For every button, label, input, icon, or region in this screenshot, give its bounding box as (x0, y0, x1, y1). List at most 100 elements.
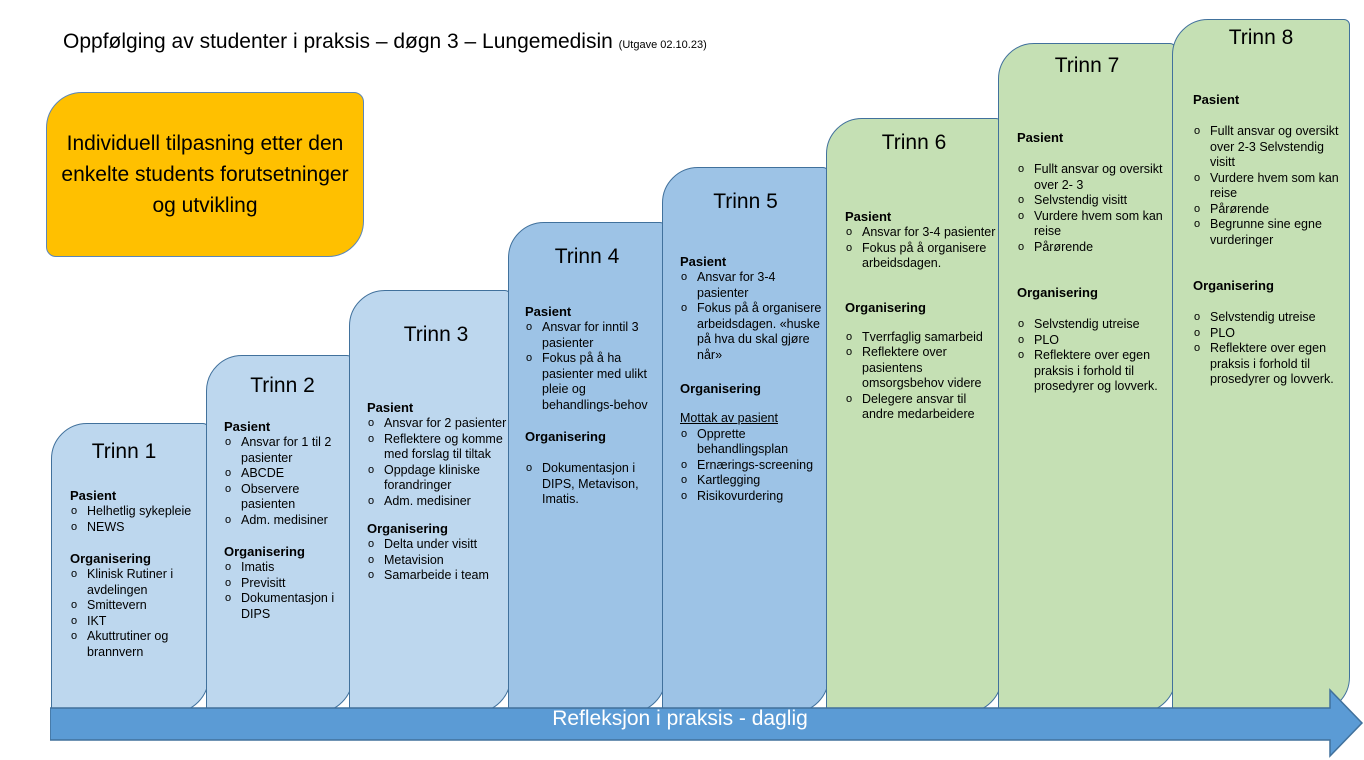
list-item: Kartlegging (680, 473, 825, 489)
organisering-list: Selvstendig utreise PLO Reflektere over … (1193, 310, 1347, 388)
step-4: Trinn 4 Pasient Ansvar for inntil 3 pasi… (508, 222, 666, 713)
list-item: PLO (1017, 333, 1169, 349)
pasient-heading: Pasient (680, 254, 727, 269)
list-item: Reflektere over egen praksis i forhold t… (1193, 341, 1347, 388)
step-title: Trinn 5 (713, 190, 778, 213)
organisering-heading: Organisering (367, 521, 448, 536)
list-item: Reflektere over egen praksis i forhold t… (1017, 348, 1169, 395)
step-content: Pasient Ansvar for 3-4 pasienter Fokus p… (845, 209, 997, 423)
list-item: NEWS (70, 520, 206, 536)
step-content: Pasient Helhetlig sykepleie NEWS Organis… (70, 488, 206, 660)
step-content: Pasient Ansvar for 2 pasienter Reflekter… (367, 400, 509, 584)
title-main: Oppfølging av studenter i praksis – døgn… (63, 30, 613, 53)
list-item: Smittevern (70, 598, 206, 614)
list-item: Imatis (224, 560, 352, 576)
step-title: Trinn 7 (1054, 54, 1120, 77)
list-item: Reflektere over pasientens omsorgsbehov … (845, 345, 997, 392)
organisering-list: Opprette behandlingsplan Ernærings-scree… (680, 427, 825, 505)
step-content: Pasient Fullt ansvar og oversikt over 2-… (1017, 130, 1169, 395)
pasient-list: Ansvar for 3-4 pasienter Fokus på å orga… (680, 270, 825, 363)
list-item: Ansvar for inntil 3 pasienter (525, 320, 659, 351)
list-item: Pårørende (1193, 202, 1347, 218)
pasient-heading: Pasient (525, 304, 572, 319)
list-item: Oppdage kliniske forandringer (367, 463, 509, 494)
step-title: Trinn 8 (1228, 26, 1294, 49)
list-item: Ansvar for 2 pasienter (367, 416, 509, 432)
step-7: Trinn 7 Pasient Fullt ansvar og oversikt… (998, 43, 1176, 713)
list-item: IKT (70, 614, 206, 630)
organisering-heading: Organisering (525, 429, 606, 444)
list-item: Observere pasienten (224, 482, 352, 513)
reflection-arrow-label: Refleksjon i praksis - daglig (552, 707, 808, 730)
pasient-list: Ansvar for 2 pasienter Reflektere og kom… (367, 416, 509, 509)
organisering-list: Klinisk Rutiner i avdelingen Smittevern … (70, 567, 206, 660)
step-8: Trinn 8 Pasient Fullt ansvar og oversikt… (1172, 19, 1350, 713)
organisering-heading: Organisering (70, 551, 151, 566)
step-6: Trinn 6 Pasient Ansvar for 3-4 pasienter… (826, 118, 1002, 713)
step-content: Pasient Ansvar for 1 til 2 pasienter ABC… (224, 419, 352, 622)
step-content: Pasient Ansvar for inntil 3 pasienter Fo… (525, 304, 659, 508)
pasient-list: Fullt ansvar og oversikt over 2- 3 Selvs… (1017, 162, 1169, 255)
organisering-list: Dokumentasjon i DIPS, Metavison, Imatis. (525, 461, 659, 508)
step-title: Trinn 4 (554, 245, 620, 268)
organisering-list: Delta under visitt Metavision Samarbeide… (367, 537, 509, 584)
step-title: Trinn 6 (881, 131, 947, 154)
step-1: Trinn 1 Pasient Helhetlig sykepleie NEWS… (51, 423, 209, 713)
mottak-subheading: Mottak av pasient (680, 411, 778, 425)
reflection-arrow (50, 688, 1364, 758)
list-item: Ansvar for 3-4 pasienter (845, 225, 997, 241)
pasient-list: Ansvar for inntil 3 pasienter Fokus på å… (525, 320, 659, 413)
list-item: Samarbeide i team (367, 568, 509, 584)
pasient-heading: Pasient (1193, 92, 1240, 107)
list-item: Begrunne sine egne vurderinger (1193, 217, 1347, 248)
list-item: Ansvar for 1 til 2 pasienter (224, 435, 352, 466)
step-content: Pasient Fullt ansvar og oversikt over 2-… (1193, 92, 1347, 388)
list-item: Selvstendig utreise (1193, 310, 1347, 326)
pasient-heading: Pasient (845, 209, 892, 224)
list-item: Dokumentasjon i DIPS, Metavison, Imatis. (525, 461, 659, 508)
list-item: Pårørende (1017, 240, 1169, 256)
page-title: Oppfølging av studenter i praksis – døgn… (63, 30, 707, 54)
list-item: Klinisk Rutiner i avdelingen (70, 567, 206, 598)
individual-adaptation-box: Individuell tilpasning etter den enkelte… (46, 92, 364, 257)
pasient-list: Ansvar for 1 til 2 pasienter ABCDE Obser… (224, 435, 352, 528)
organisering-heading: Organisering (680, 381, 761, 396)
individual-adaptation-text: Individuell tilpasning etter den enkelte… (61, 132, 349, 217)
step-title: Trinn 3 (403, 323, 469, 346)
list-item: Dokumentasjon i DIPS (224, 591, 352, 622)
list-item: PLO (1193, 326, 1347, 342)
organisering-heading: Organisering (1017, 285, 1098, 300)
list-item: Fokus på å organisere arbeidsdagen. «hus… (680, 301, 825, 363)
pasient-heading: Pasient (224, 419, 271, 434)
list-item: Fullt ansvar og oversikt over 2- 3 (1017, 162, 1169, 193)
organisering-heading: Organisering (1193, 278, 1274, 293)
list-item: Adm. medisiner (224, 513, 352, 529)
organisering-list: Imatis Previsitt Dokumentasjon i DIPS (224, 560, 352, 622)
list-item: Reflektere og komme med forslag til tilt… (367, 432, 509, 463)
list-item: Adm. medisiner (367, 494, 509, 510)
list-item: Ernærings-screening (680, 458, 825, 474)
list-item: Fullt ansvar og oversikt over 2-3 Selvst… (1193, 124, 1347, 171)
step-3: Trinn 3 Pasient Ansvar for 2 pasienter R… (349, 290, 511, 713)
pasient-heading: Pasient (1017, 130, 1064, 145)
pasient-list: Ansvar for 3-4 pasienter Fokus på å orga… (845, 225, 997, 272)
list-item: Akuttrutiner og brannvern (70, 629, 206, 660)
step-title: Trinn 2 (250, 374, 315, 397)
organisering-list: Tverrfaglig samarbeid Reflektere over pa… (845, 330, 997, 423)
list-item: Opprette behandlingsplan (680, 427, 825, 458)
list-item: Delegere ansvar til andre medarbeidere (845, 392, 997, 423)
title-version: (Utgave 02.10.23) (618, 39, 707, 51)
list-item: Vurdere hvem som kan reise (1017, 209, 1169, 240)
list-item: Delta under visitt (367, 537, 509, 553)
pasient-heading: Pasient (70, 488, 117, 503)
list-item: Ansvar for 3-4 pasienter (680, 270, 825, 301)
step-content: Pasient Ansvar for 3-4 pasienter Fokus p… (680, 254, 825, 504)
step-5: Trinn 5 Pasient Ansvar for 3-4 pasienter… (662, 167, 829, 713)
list-item: Previsitt (224, 576, 352, 592)
pasient-heading: Pasient (367, 400, 414, 415)
list-item: Helhetlig sykepleie (70, 504, 206, 520)
list-item: Selvstendig visitt (1017, 193, 1169, 209)
list-item: Tverrfaglig samarbeid (845, 330, 997, 346)
list-item: Risikovurdering (680, 489, 825, 505)
list-item: Selvstendig utreise (1017, 317, 1169, 333)
